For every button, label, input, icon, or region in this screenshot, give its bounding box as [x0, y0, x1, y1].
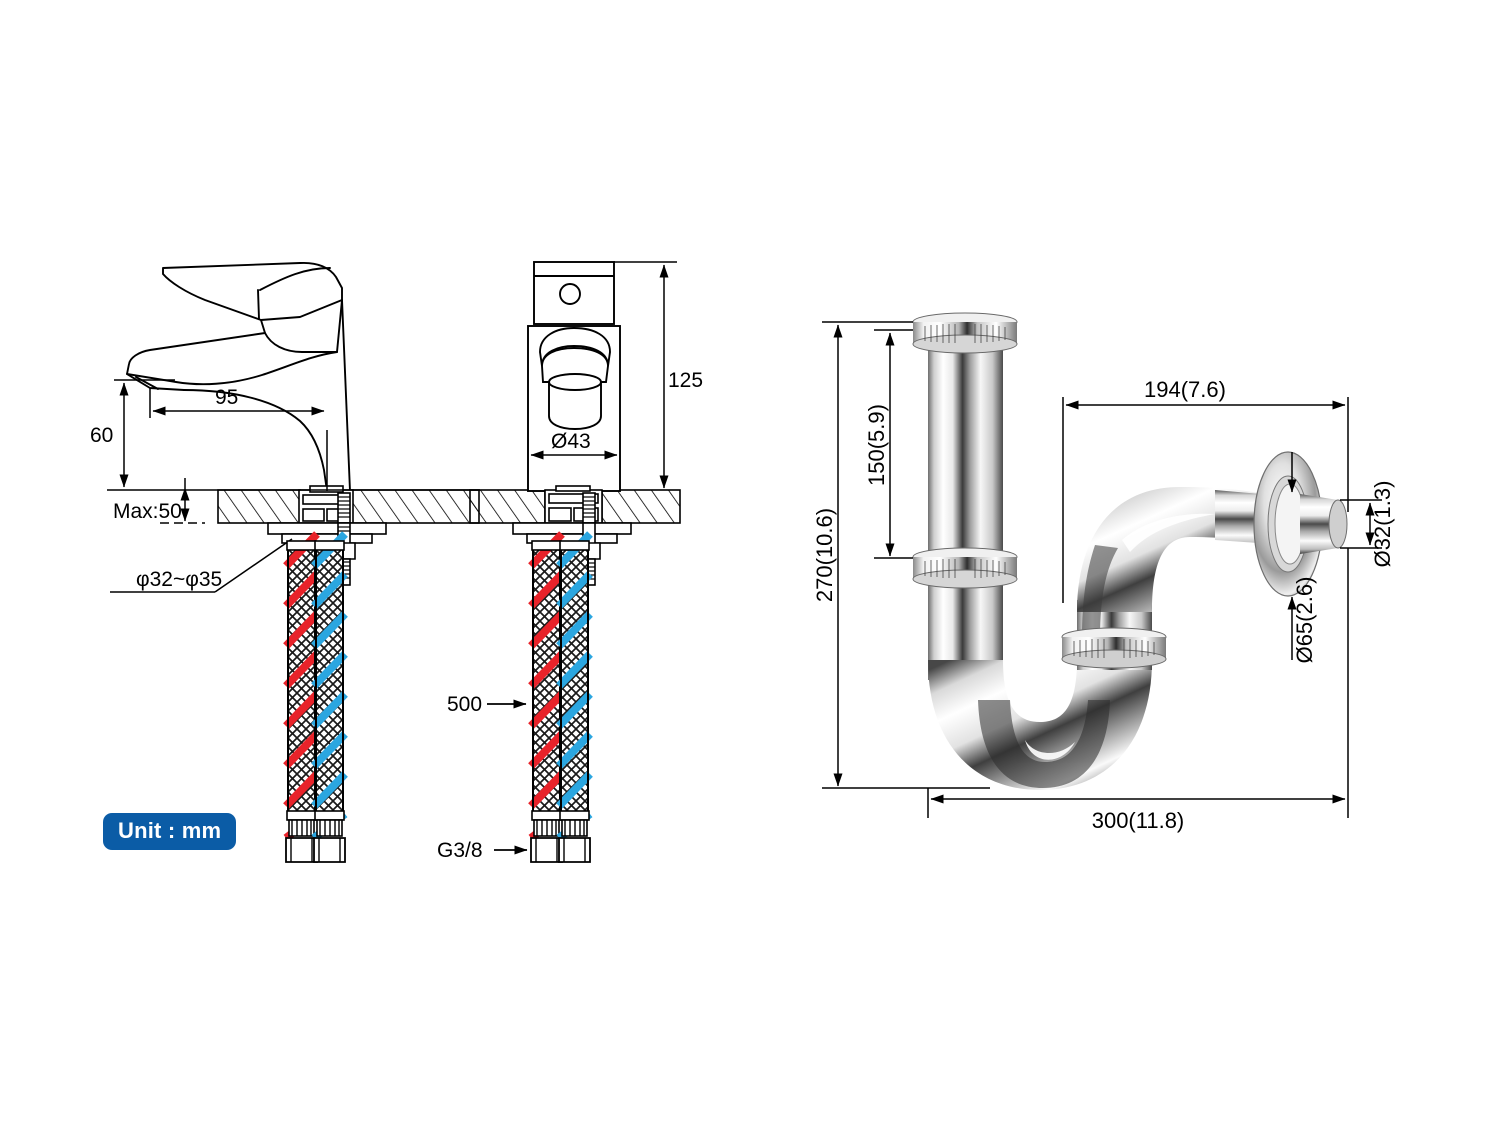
dim-label-overall-width: 300(11.8)	[1092, 808, 1185, 833]
faucet-side-view: 60 95 Max:50 φ32~φ35	[90, 261, 480, 863]
dim-label-total-height: 270(10.6)	[812, 508, 837, 602]
hose-hot-side	[283, 531, 320, 863]
dim-label-thread: G3/8	[437, 839, 483, 862]
dim-label-hose-length: 500	[447, 693, 482, 716]
dim-label-spout-reach: 95	[215, 386, 238, 409]
dim-deck-thickness	[160, 478, 205, 524]
dim-total-height	[822, 321, 990, 789]
faucet-column-front	[527, 325, 621, 492]
p-trap-assembly	[912, 312, 1348, 790]
p-trap-view: 270(10.6) 150(5.9) 194(7.6) 300(11.	[812, 312, 1395, 833]
dim-wall-outlet-reach	[1062, 397, 1349, 603]
hose-hot-front	[528, 531, 565, 863]
dim-label-mounting-hole: φ32~φ35	[136, 568, 222, 591]
dim-label-wall-outlet-reach: 194(7.6)	[1144, 377, 1226, 402]
trap-wall-flange	[1253, 451, 1348, 597]
trap-shading	[978, 545, 1118, 788]
dim-label-flange-diameter: Ø65(2.6)	[1292, 577, 1317, 664]
trap-nut-middle	[912, 547, 1018, 589]
hose-cold-side	[311, 531, 348, 863]
trap-tailpiece	[928, 325, 1003, 560]
dim-mounting-hole-leader	[110, 538, 293, 593]
dim-label-spout-height: 60	[90, 424, 113, 447]
trap-nut-outlet	[1061, 627, 1167, 669]
dim-overall-height	[614, 261, 677, 489]
dim-spout-height	[107, 379, 480, 491]
supply-hose-pair-front	[528, 531, 593, 863]
dim-label-deck-thickness: Max:50	[113, 500, 182, 523]
dim-overall-width	[927, 548, 1349, 818]
dim-spout-reach	[149, 388, 328, 491]
supply-hose-pair-side	[283, 531, 348, 863]
dim-outlet-diameter	[1340, 499, 1382, 549]
dim-label-body-diameter: Ø43	[551, 430, 591, 453]
faucet-shank-front	[512, 485, 632, 586]
trap-highlight	[1025, 513, 1215, 760]
dim-label-tailpiece-length: 150(5.9)	[864, 404, 889, 486]
faucet-body-side	[126, 261, 351, 492]
hose-cold-front	[556, 531, 593, 863]
dim-label-outlet-diameter: Ø32(1.3)	[1370, 481, 1395, 568]
unit-badge: Unit : mm	[103, 813, 237, 850]
trap-nut-top	[912, 312, 1018, 354]
dim-label-overall-height: 125	[668, 369, 703, 392]
dim-tailpiece-length	[874, 329, 913, 559]
faucet-handle-front	[533, 261, 615, 325]
faucet-front-view: 125 Ø43	[437, 261, 703, 863]
counter-deck-front	[469, 489, 681, 524]
